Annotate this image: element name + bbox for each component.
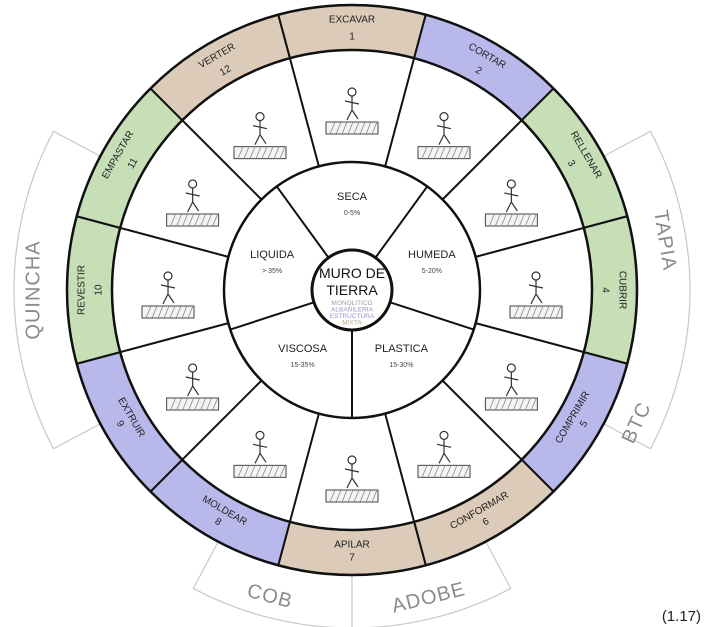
process-illustration	[233, 430, 287, 478]
moisture-state-range: 0-5%	[344, 210, 360, 217]
moisture-state-range: 15-30%	[389, 362, 413, 369]
center-subtitle: ESTRUCTURA	[330, 313, 375, 320]
tab-tapia: TAPIA	[602, 130, 691, 450]
moisture-state-range: > 35%	[262, 268, 282, 275]
process-number: 9	[114, 419, 127, 430]
process-illustration	[484, 179, 538, 227]
moisture-state-name: SECA	[337, 191, 368, 203]
center-title-line2: TIERRA	[326, 282, 378, 298]
process-name: EXCAVAR	[329, 15, 375, 26]
process-illustration	[509, 271, 563, 319]
process-number: 5	[578, 419, 591, 430]
center-subtitle: MIXTA	[342, 320, 362, 327]
moisture-state-name: LIQUIDA	[250, 249, 295, 261]
center-subtitle: MONOLITICO	[331, 300, 372, 307]
process-ring: EXCAVAR1CORTAR2RELLENAR3CUBRIR4COMPRIMIR…	[65, 3, 639, 577]
process-number: 10	[94, 284, 105, 296]
moisture-state-name: HUMEDA	[408, 249, 456, 261]
process-number: 2	[473, 65, 484, 78]
process-illustration	[417, 112, 471, 160]
process-number: 3	[565, 158, 578, 169]
process-illustration	[141, 271, 195, 319]
process-name: CUBRIR	[616, 271, 627, 309]
process-name: REVESTIR	[77, 265, 88, 315]
center-subtitle: ALBAÑILERIA	[331, 305, 374, 314]
tab-quincha-label: QUINCHA	[22, 240, 44, 339]
process-illustration	[166, 179, 220, 227]
process-illustration	[325, 87, 379, 135]
process-illustration	[325, 455, 379, 503]
process-number: 1	[349, 32, 355, 43]
center-hub: MURO DE TIERRA MONOLITICOALBAÑILERIAESTR…	[310, 248, 394, 332]
figure-reference: (1.17)	[661, 608, 701, 625]
tab-adobe: ADOBE	[351, 540, 512, 627]
process-number: 7	[349, 553, 355, 564]
moisture-state-range: 5-20%	[422, 268, 442, 275]
process-number: 8	[213, 516, 224, 529]
moisture-state-name: PLASTICA	[375, 343, 429, 355]
process-illustration	[417, 430, 471, 478]
process-illustration	[484, 363, 538, 411]
moisture-state-name: VISCOSA	[278, 343, 328, 355]
process-illustration	[233, 112, 287, 160]
process-name: APILAR	[334, 540, 370, 551]
center-title-line1: MURO DE	[319, 265, 385, 281]
process-number: 12	[218, 63, 234, 78]
moisture-state-range: 15-35%	[291, 362, 315, 369]
process-number: 6	[481, 516, 492, 529]
process-number: 4	[599, 287, 610, 293]
process-illustration	[166, 363, 220, 411]
